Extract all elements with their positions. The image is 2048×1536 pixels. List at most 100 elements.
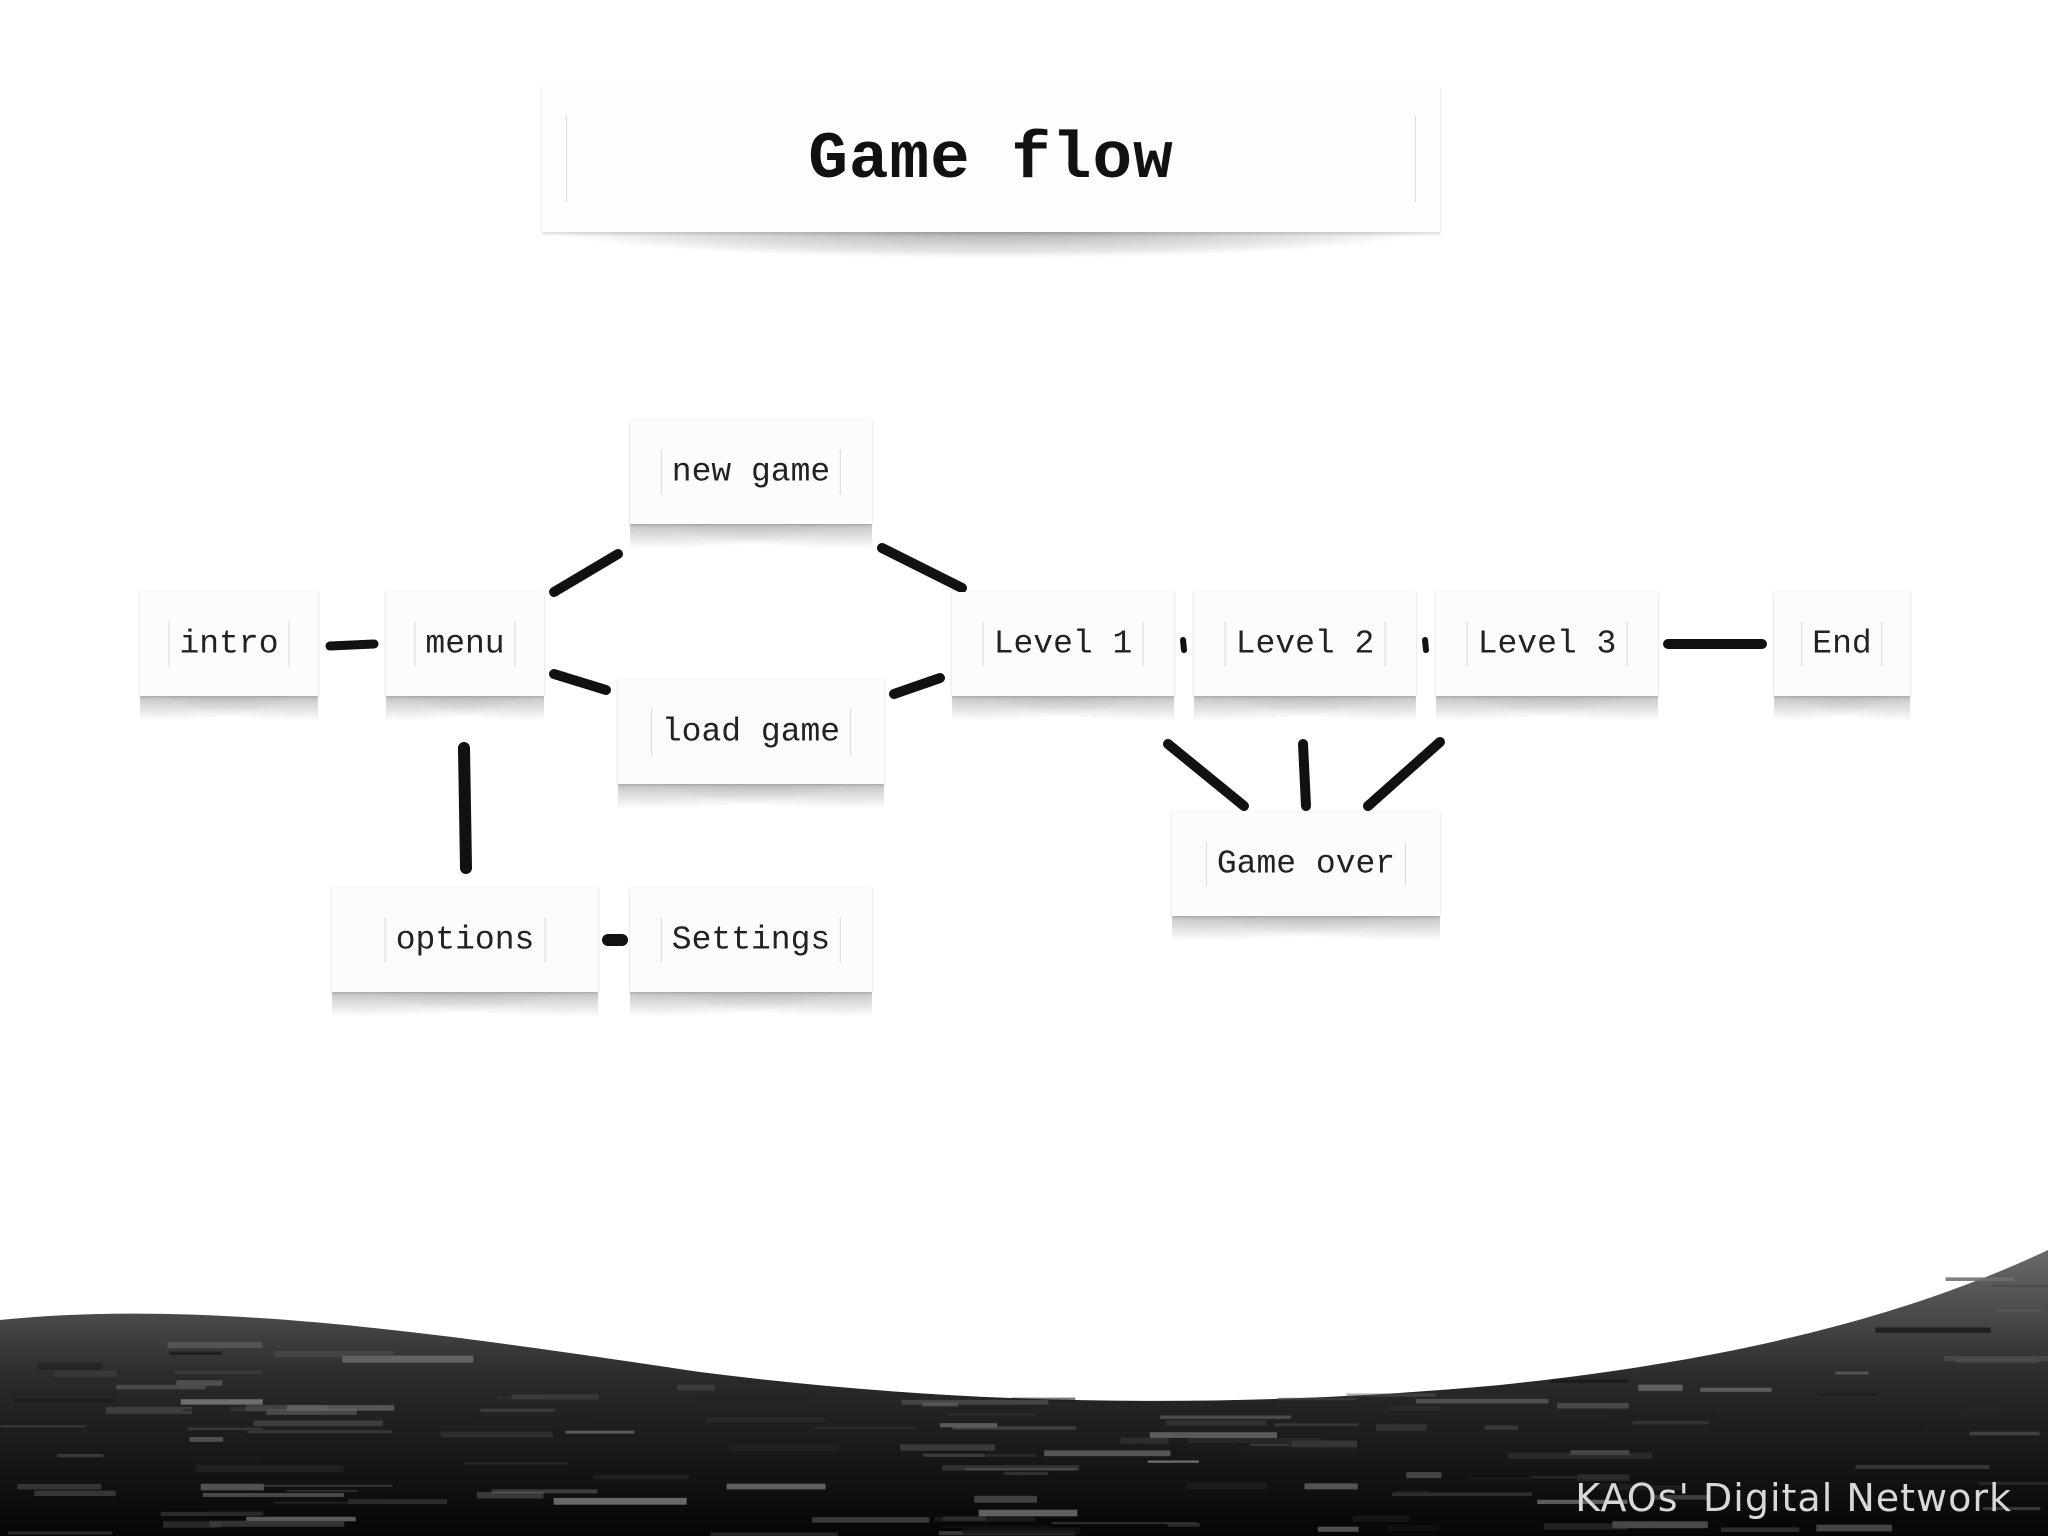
node-intro: intro [140, 592, 318, 726]
ink-stroke [247, 1430, 393, 1434]
ink-stroke [1991, 1284, 2048, 1287]
ink-stroke [169, 1351, 223, 1356]
ink-stroke [1249, 1443, 1291, 1447]
ink-stroke [7, 1531, 113, 1535]
node-settings-label: Settings [660, 917, 842, 963]
ink-stroke [1149, 1432, 1278, 1438]
ink-stroke [1044, 1450, 1171, 1457]
node-game-over-label: Game over [1205, 841, 1407, 887]
ink-stroke [1147, 1460, 1199, 1463]
ink-stroke [1167, 1523, 1200, 1527]
node-menu: menu [386, 592, 544, 726]
ink-stroke [209, 1520, 345, 1527]
ink-stroke [1577, 1474, 1630, 1481]
ink-stroke [1484, 1425, 1519, 1430]
ink-stroke [1956, 1358, 2039, 1364]
ink-stroke [940, 1423, 998, 1428]
ink-stroke [815, 1426, 917, 1429]
ink-stroke [1550, 1379, 1629, 1383]
node-level-2-label: Level 2 [1224, 621, 1386, 667]
ink-stroke [952, 1426, 1076, 1430]
ink-stroke [1537, 1499, 1628, 1504]
node-intro-label: intro [168, 621, 290, 667]
ink-stroke [476, 1491, 544, 1499]
ink-stroke [1969, 1431, 2040, 1436]
ink-stroke [14, 1398, 115, 1403]
ink-stroke [1632, 1421, 1709, 1425]
ink-stroke [962, 1527, 1081, 1535]
edge-new_game-to-level1 [877, 543, 967, 593]
ink-stroke [1274, 1423, 1359, 1427]
ink-stroke [1819, 1392, 1880, 1397]
brand-watermark: KAOs' Digital Network [1575, 1476, 2012, 1520]
node-level-2: Level 2 [1194, 592, 1416, 726]
ink-stroke [1304, 1483, 1358, 1490]
ink-stroke [1375, 1423, 1427, 1431]
ink-stroke [1468, 1477, 1531, 1482]
node-level-1-label: Level 1 [982, 621, 1144, 667]
ink-stroke [471, 1416, 597, 1420]
ink-stroke [677, 1384, 715, 1391]
edge-level2-to-level3 [1422, 637, 1429, 653]
ink-stroke [287, 1405, 395, 1411]
ink-stroke [1234, 1446, 1356, 1452]
ink-stroke [253, 1420, 383, 1427]
ink-stroke [57, 1453, 104, 1458]
ink-stroke [1557, 1402, 1629, 1409]
ink-stroke [37, 1362, 103, 1370]
ink-stroke [565, 1430, 634, 1434]
edge-level2-to-game_over [1298, 739, 1311, 811]
ink-stroke [900, 1444, 995, 1451]
ink-stroke [105, 1406, 192, 1414]
node-load-game: load game [618, 680, 884, 814]
ink-stroke [1120, 1437, 1169, 1444]
ink-stroke [1277, 1397, 1357, 1401]
ink-stroke [260, 1484, 393, 1487]
ink-stroke [273, 1350, 394, 1358]
ink-stroke [974, 1495, 1038, 1503]
ink-stroke [978, 1509, 1078, 1517]
ink-stroke [286, 1489, 358, 1492]
node-end: End [1774, 592, 1910, 726]
ink-stroke [266, 1409, 357, 1415]
ink-stroke [196, 1465, 344, 1473]
ink-stroke [207, 1511, 265, 1516]
node-level-3: Level 3 [1436, 592, 1658, 726]
ink-stroke [511, 1394, 599, 1400]
ink-stroke [1652, 1495, 1710, 1500]
ink-stroke [189, 1437, 224, 1442]
ink-stroke [273, 1501, 384, 1504]
ink-stroke [1011, 1397, 1076, 1403]
title-card: Game flow [542, 86, 1440, 258]
ink-stroke [1415, 1398, 1549, 1404]
ink-stroke [1945, 1277, 2014, 1281]
ink-stroke [1051, 1522, 1198, 1525]
node-new-game-label: new game [660, 449, 842, 495]
ink-stroke [116, 1384, 206, 1390]
ink-stroke [941, 1525, 1051, 1528]
ink-stroke [1386, 1405, 1441, 1411]
ink-stroke [1978, 1481, 2048, 1485]
ink-stroke [1004, 1471, 1049, 1476]
node-end-label: End [1801, 621, 1883, 667]
node-level-1: Level 1 [952, 592, 1174, 726]
ink-stroke [480, 1408, 556, 1412]
ink-stroke [1638, 1384, 1683, 1391]
ink-stroke [17, 1483, 102, 1490]
ink-stroke [812, 1517, 930, 1523]
ink-stroke [1875, 1327, 1991, 1333]
ink-stroke [1982, 1507, 2041, 1510]
ink-stroke [962, 1432, 1107, 1439]
ink-stroke [440, 1431, 553, 1438]
ink-stroke [1816, 1524, 1893, 1532]
ink-stroke [947, 1412, 1036, 1416]
diagram-title: Game flow [808, 121, 1174, 197]
ink-stroke [1392, 1492, 1533, 1497]
edge-level1-to-level2 [1180, 637, 1187, 653]
ink-stroke [1944, 1355, 2048, 1362]
node-new-game: new game [630, 420, 872, 554]
ink-stroke [1570, 1450, 1630, 1455]
